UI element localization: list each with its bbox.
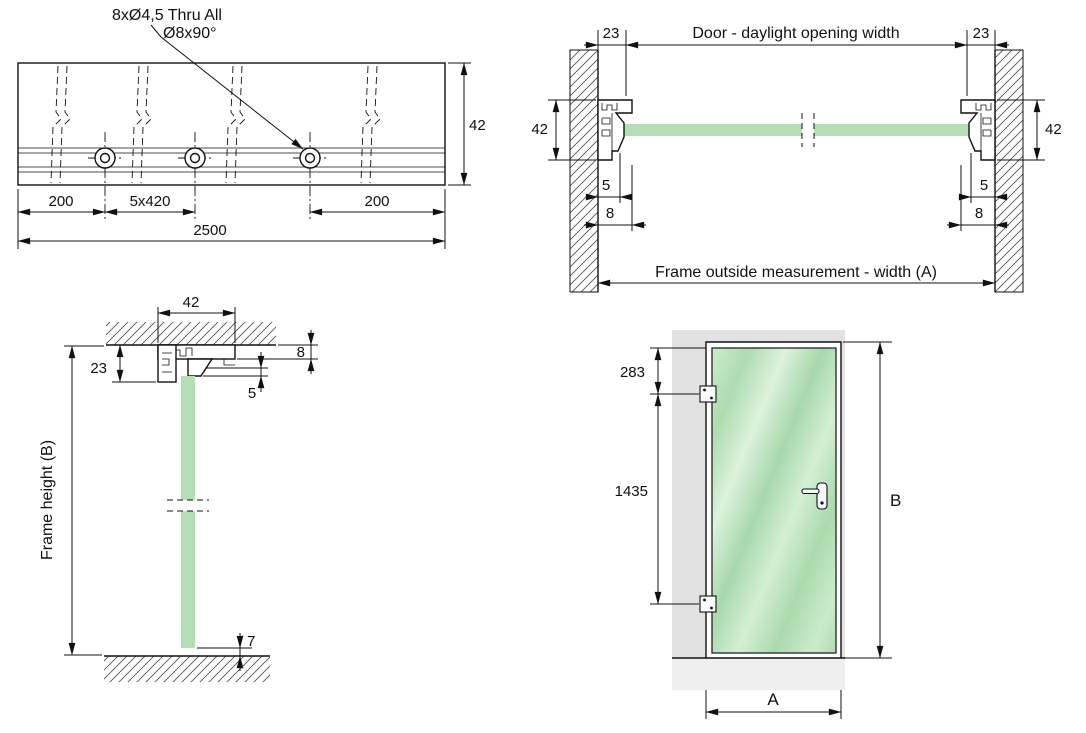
dim-text-200-left: 200 bbox=[48, 193, 73, 210]
rail-groove-lines bbox=[18, 147, 445, 173]
dim-text-42-left: 42 bbox=[531, 121, 548, 138]
dim-frame-height: Frame height (B) bbox=[39, 345, 104, 656]
dim-text-2500: 2500 bbox=[193, 222, 226, 239]
dim-text-5: 5 bbox=[248, 385, 256, 402]
frame-profile-right bbox=[960, 99, 996, 161]
plan-section-view: 23 Door - daylight opening width 23 42 4… bbox=[531, 25, 1062, 293]
dim-text-5-left: 5 bbox=[602, 177, 610, 194]
dim-text-7: 7 bbox=[247, 633, 255, 650]
top-frame-profile bbox=[157, 344, 236, 383]
door-elevation-view: 283 1435 B A bbox=[615, 330, 901, 719]
dim-text-23-left: 23 bbox=[603, 25, 620, 42]
dim-text-B: B bbox=[890, 491, 901, 510]
door-frame-outline bbox=[705, 341, 842, 658]
rail-top-view: 8xØ4,5 Thru All Ø8x90° 42 200 5x420 200 … bbox=[17, 7, 486, 249]
dim-text-23-right: 23 bbox=[973, 25, 990, 42]
dim-height-B: B bbox=[843, 341, 901, 659]
dim-frame-depth-left: 42 bbox=[531, 99, 596, 161]
dim-reveal-left: 8 bbox=[584, 165, 646, 231]
mounting-hole bbox=[88, 132, 122, 220]
frame-profile-left bbox=[597, 99, 633, 161]
dim-daylight-width: 23 Door - daylight opening width 23 bbox=[584, 25, 1009, 49]
glass-panel-plan-right bbox=[814, 124, 971, 136]
glass-panel-section bbox=[181, 376, 195, 648]
wall-hatch-left bbox=[569, 49, 599, 293]
dim-text-23: 23 bbox=[90, 360, 107, 377]
glass-panel-plan-left bbox=[620, 124, 802, 136]
dim-text-283: 283 bbox=[620, 364, 645, 381]
ceiling-hatch bbox=[106, 322, 276, 345]
dim-hinge-spacing: 1435 bbox=[615, 393, 699, 605]
hinge-top bbox=[699, 385, 717, 403]
hole-note-line1: 8xØ4,5 Thru All bbox=[112, 7, 222, 24]
vertical-section-view: 42 8 5 23 7 bbox=[39, 294, 318, 682]
daylight-width-label: Door - daylight opening width bbox=[692, 25, 899, 42]
dim-top-hinge: 283 bbox=[620, 347, 706, 395]
dim-width-A: A bbox=[705, 690, 842, 719]
hole-note-line2: Ø8x90° bbox=[163, 25, 217, 42]
dim-text-42: 42 bbox=[469, 117, 486, 134]
dim-rail-width: 42 bbox=[448, 62, 486, 186]
dim-frame-outside-width: Frame outside measurement - width (A) bbox=[597, 264, 996, 287]
dim-text-42: 42 bbox=[183, 294, 200, 311]
dim-text-8-left: 8 bbox=[606, 205, 614, 222]
dim-floor-gap: 7 bbox=[197, 633, 255, 671]
hole-leader-line bbox=[150, 24, 304, 150]
door-handle bbox=[801, 482, 828, 510]
frame-width-label: Frame outside measurement - width (A) bbox=[655, 264, 937, 281]
wall-hatch-right bbox=[994, 49, 1024, 293]
dim-text-42-right: 42 bbox=[1045, 121, 1062, 138]
mounting-hole bbox=[293, 132, 327, 220]
dim-top-thickness: 8 bbox=[237, 330, 318, 374]
frame-height-label: Frame height (B) bbox=[39, 440, 56, 560]
dim-text-200-right: 200 bbox=[364, 193, 389, 210]
floor-strip bbox=[672, 658, 845, 690]
hinge-bottom bbox=[699, 595, 717, 613]
dim-profile-width: 42 bbox=[157, 294, 236, 343]
dim-text-8: 8 bbox=[297, 344, 305, 361]
dim-text-1435: 1435 bbox=[615, 483, 648, 500]
mounting-hole bbox=[178, 132, 212, 220]
dim-text-5x420: 5x420 bbox=[130, 193, 171, 210]
dim-reveal-right: 8 bbox=[947, 165, 1009, 231]
dim-text-5-right: 5 bbox=[980, 177, 988, 194]
dim-text-A: A bbox=[767, 690, 779, 709]
dim-glass-offset-left: 5 bbox=[585, 153, 633, 203]
dim-text-8-right: 8 bbox=[975, 205, 983, 222]
dim-frame-depth-right: 42 bbox=[997, 99, 1062, 161]
dim-hole-positions: 200 5x420 200 2500 bbox=[17, 189, 446, 249]
glass-door-panel bbox=[711, 347, 837, 654]
dim-frame-drop: 23 bbox=[90, 344, 156, 383]
floor-hatch bbox=[104, 656, 270, 682]
dim-glass-gap: 5 bbox=[203, 352, 268, 402]
